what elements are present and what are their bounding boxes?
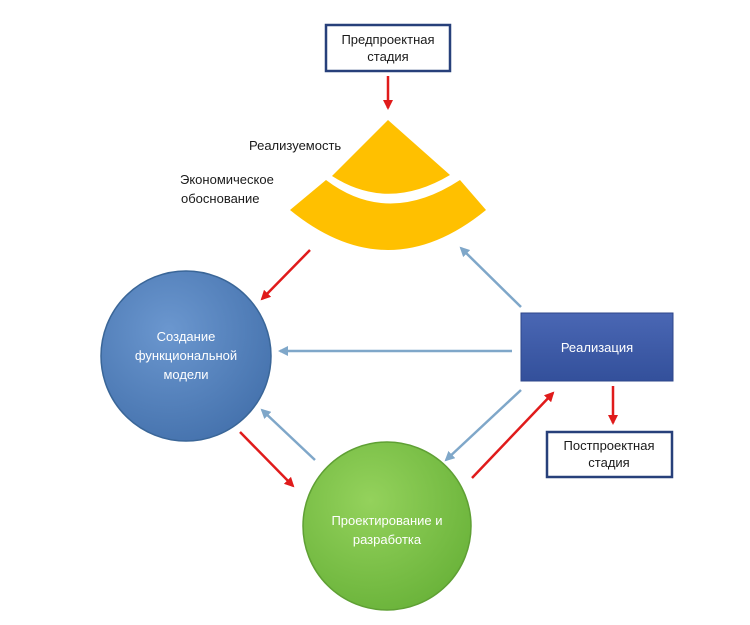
functional-model-label-line3: модели bbox=[163, 367, 208, 382]
arrow-feasibility-to-functional-model bbox=[260, 249, 311, 301]
feedback-arrow-implementation-to-design bbox=[444, 389, 522, 462]
arrow-functional-model-to-design bbox=[239, 431, 295, 488]
pre-project-label-line2: стадия bbox=[367, 49, 408, 64]
feedback-arrow-design-to-functional-model bbox=[260, 408, 316, 461]
functional-model-label-line2: функциональной bbox=[135, 348, 237, 363]
implementation-label: Реализация bbox=[561, 340, 633, 355]
post-project-label-line2: стадия bbox=[588, 455, 629, 470]
functional-model-node: Создание функциональной модели bbox=[100, 270, 272, 442]
design-development-label-line2: разработка bbox=[353, 532, 422, 547]
functional-model-label-line1: Создание bbox=[157, 329, 216, 344]
feedback-arrow-implementation-to-feasibility bbox=[459, 246, 522, 308]
realizability-band bbox=[332, 120, 450, 194]
post-project-label-line1: Постпроектная bbox=[564, 438, 655, 453]
design-development-label-line1: Проектирование и bbox=[331, 513, 442, 528]
implementation-node: Реализация bbox=[520, 312, 674, 382]
design-development-node: Проектирование и разработка bbox=[302, 441, 472, 611]
post-project-stage-box: Постпроектная стадия bbox=[545, 430, 674, 479]
arrow-design-to-implementation bbox=[471, 391, 555, 479]
realizability-label: Реализуемость bbox=[249, 138, 341, 153]
pre-project-label-line1: Предпроектная bbox=[341, 32, 434, 47]
economic-justification-band bbox=[290, 180, 486, 250]
pre-project-stage-box: Предпроектная стадия bbox=[324, 23, 452, 73]
economic-justification-label-line1: Экономическое bbox=[180, 172, 274, 187]
economic-justification-label-line2: обоснование bbox=[181, 191, 259, 206]
feasibility-wedge bbox=[290, 120, 486, 250]
